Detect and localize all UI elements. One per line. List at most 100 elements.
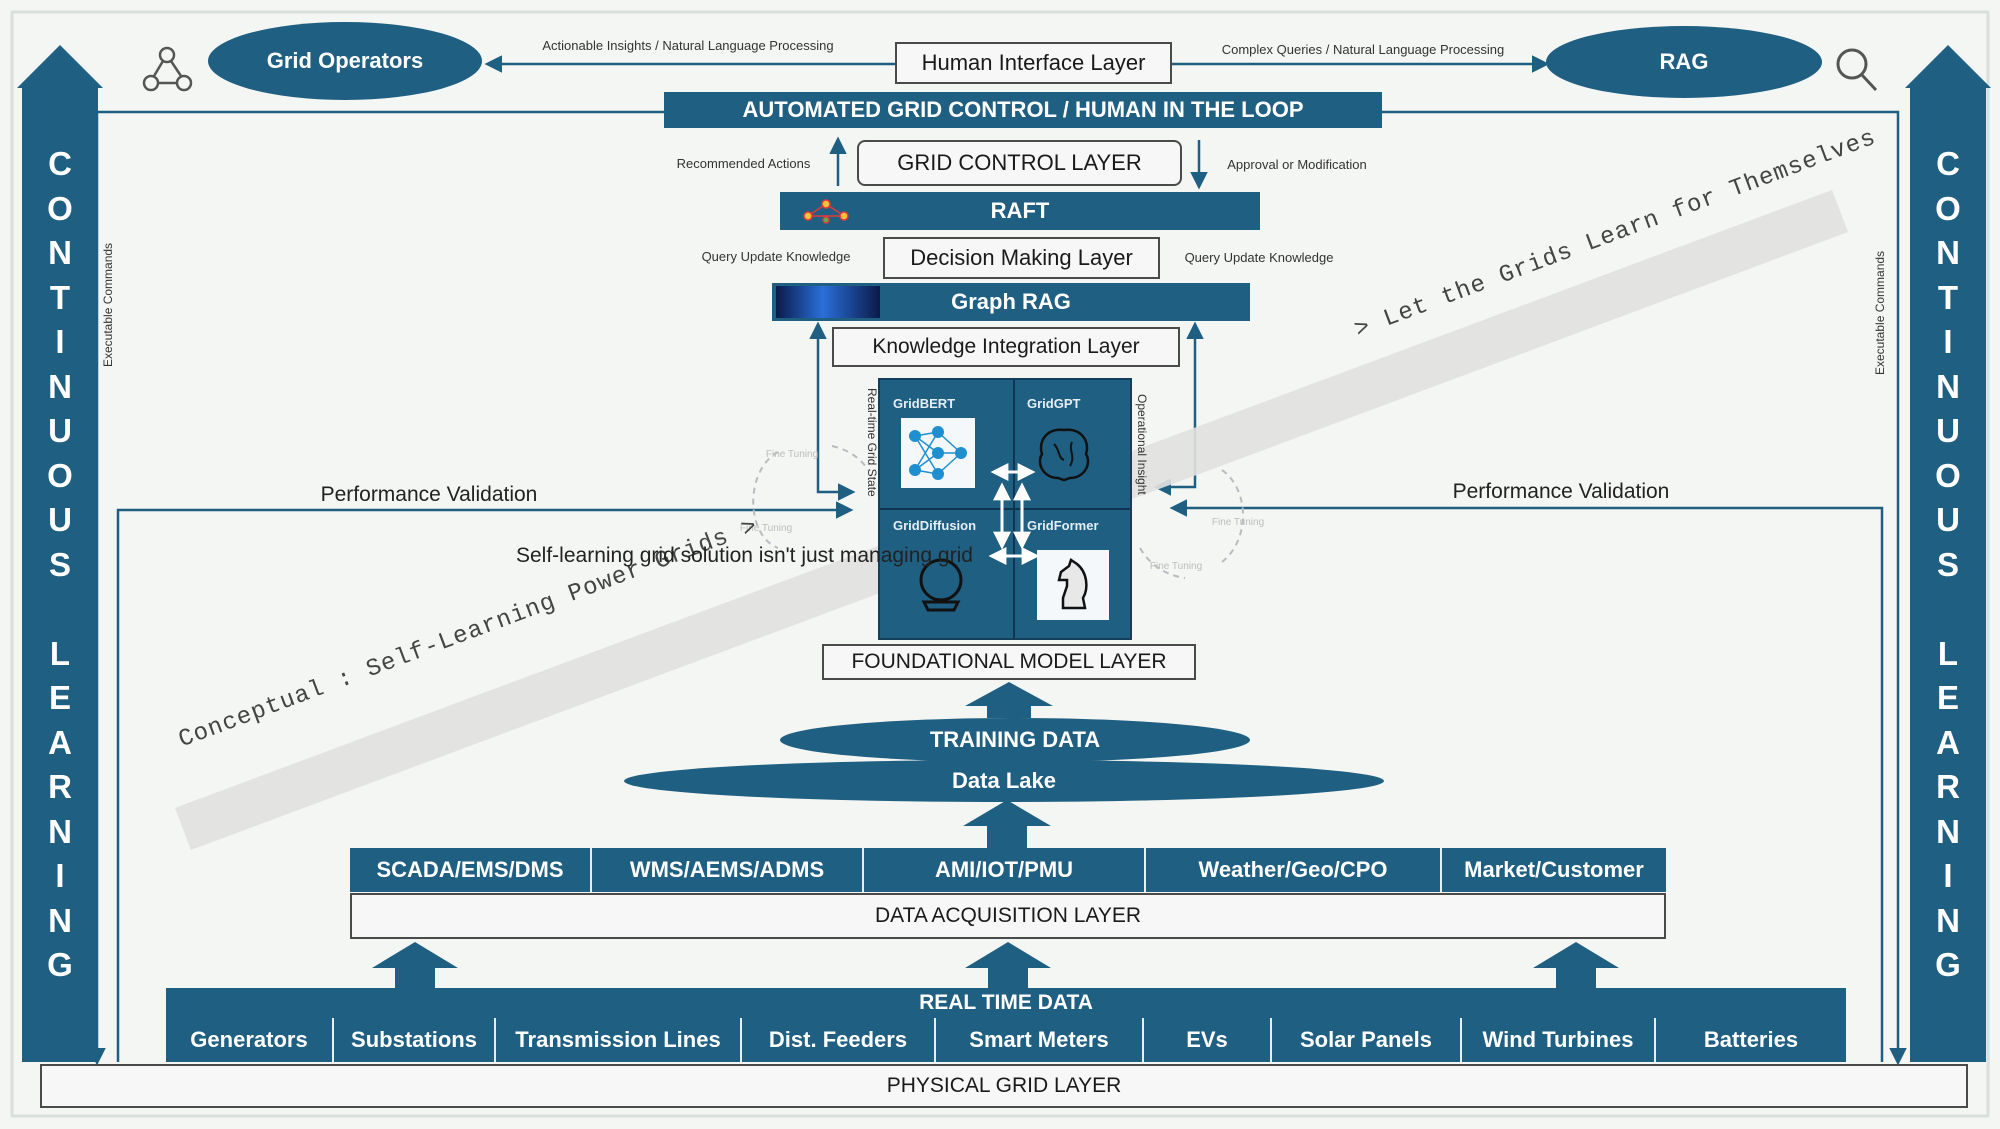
continuous-learning-letter: S [48, 545, 71, 583]
decision-making-layer: Decision Making Layer [883, 237, 1160, 279]
continuous-learning-letter: G [47, 946, 73, 983]
model-interconnect-arrows [988, 463, 1040, 565]
grid-assets-row: Generators Substations Transmission Line… [166, 1018, 1846, 1062]
fine-tuning-label-3: Fine Tuning [1211, 516, 1265, 528]
flow-label-left: Actionable Insights / Natural Language P… [542, 37, 834, 53]
continuous-learning-letter: N [1936, 234, 1960, 271]
data-acquisition-layer: DATA ACQUISITION LAYER [350, 893, 1666, 939]
continuous-learning-letter: L [49, 634, 71, 672]
fine-tuning-label-1: Fine Tuning [765, 448, 819, 460]
data-source-ami: AMI/IOT/PMU [864, 848, 1146, 892]
data-sources-row: SCADA/EMS/DMS WMS/AEMS/ADMS AMI/IOT/PMU … [350, 848, 1666, 892]
raft-label: RAFT [990, 198, 1050, 223]
executable-commands-right-line [1382, 110, 1907, 1066]
training-data-label: TRAINING DATA [929, 727, 1101, 752]
continuous-learning-letter: I [55, 323, 65, 360]
network-nodes-icon [142, 46, 193, 92]
recommended-actions-label: Recommended Actions [676, 155, 811, 171]
continuous-learning-letter: U [48, 501, 72, 538]
asset-dist-feeders: Dist. Feeders [742, 1018, 936, 1062]
data-lake-label: Data Lake [952, 768, 1056, 793]
model-gridbert-label: GridBERT [893, 396, 956, 411]
continuous-learning-letter: T [49, 278, 71, 316]
graph-rag-label: Graph RAG [951, 289, 1071, 314]
continuous-learning-letter: R [1936, 768, 1960, 805]
model-gridformer-label: GridFormer [1027, 518, 1099, 533]
automated-grid-control-bar: AUTOMATED GRID CONTROL / HUMAN IN THE LO… [664, 92, 1382, 128]
continuous-learning-letter: C [48, 145, 72, 182]
data-source-market: Market/Customer [1442, 848, 1666, 892]
continuous-learning-letter: E [48, 679, 71, 716]
continuous-learning-letter: N [48, 812, 72, 850]
continuous-learning-letter: O [47, 189, 73, 227]
continuous-learning-arrow-left [17, 45, 103, 1062]
executable-commands-left-line [88, 110, 666, 1066]
performance-validation-left-line [116, 501, 854, 1062]
asset-wind-turbines: Wind Turbines [1462, 1018, 1656, 1062]
up-arrow-left [372, 942, 458, 988]
asset-generators: Generators [166, 1018, 334, 1062]
continuous-learning-letter: I [1943, 323, 1953, 360]
continuous-learning-letter: N [1936, 812, 1960, 850]
operational-insight-line [1153, 321, 1204, 496]
foundational-model-layer: FOUNDATIONAL MODEL LAYER [822, 644, 1196, 680]
approval-label: Approval or Modification [1227, 156, 1367, 172]
performance-validation-left: Performance Validation [320, 483, 538, 506]
crystal-ball-icon [919, 558, 963, 612]
fine-tuning-label-2: Fine Tuning [739, 522, 793, 534]
continuous-learning-letter: O [1935, 456, 1961, 494]
fine-tuning-arc-left [752, 451, 779, 549]
executable-commands-right-label: Executable Commands [1873, 250, 1887, 376]
continuous-learning-letter: A [1936, 723, 1960, 761]
model-griddiffusion-label: GridDiffusion [893, 518, 977, 533]
performance-validation-right-line [1169, 499, 1884, 1062]
asset-batteries: Batteries [1656, 1018, 1846, 1062]
data-lake-node: Data Lake [624, 760, 1384, 802]
continuous-learning-letter: T [1937, 278, 1959, 316]
continuous-learning-letter: N [48, 234, 72, 271]
continuous-learning-arrow-right [1905, 45, 1991, 1062]
human-interface-layer: Human Interface Layer [895, 42, 1172, 84]
continuous-learning-letter: U [48, 412, 72, 449]
fine-tuning-arc-left-top [831, 445, 869, 471]
real-time-state-line [809, 321, 856, 501]
asset-substations: Substations [334, 1018, 496, 1062]
up-arrow-to-lake [963, 800, 1051, 848]
real-time-state-label: Real-time Grid State [865, 387, 879, 497]
data-source-scada: SCADA/EMS/DMS [350, 848, 592, 892]
grid-operators-node: Grid Operators [208, 22, 482, 100]
flow-label-right: Complex Queries / Natural Language Proce… [1221, 41, 1505, 57]
data-source-weather: Weather/Geo/CPO [1146, 848, 1442, 892]
continuous-learning-letter: A [48, 723, 72, 761]
asset-smart-meters: Smart Meters [936, 1018, 1144, 1062]
knowledge-integration-layer: Knowledge Integration Layer [832, 327, 1180, 367]
asset-transmission-lines: Transmission Lines [496, 1018, 742, 1062]
rag-label: RAG [1659, 49, 1709, 74]
continuous-learning-letter: N [1936, 367, 1960, 405]
chess-knight-icon [1037, 550, 1109, 620]
continuous-learning-letter: C [1936, 145, 1960, 182]
query-update-right-label: Query Update Knowledge [1184, 249, 1334, 265]
up-arrow-right [1533, 942, 1619, 988]
continuous-learning-letter: O [1935, 189, 1961, 227]
neural-network-icon [901, 418, 975, 488]
raft-network-icon [803, 199, 849, 224]
continuous-learning-letter: E [1936, 679, 1959, 716]
continuous-learning-letter: U [1936, 501, 1960, 538]
training-data-node: TRAINING DATA [780, 718, 1250, 762]
continuous-learning-letter: I [55, 857, 65, 894]
up-arrow-center [965, 942, 1051, 988]
continuous-learning-letter: G [1935, 946, 1961, 983]
fine-tuning-label-4: Fine Tuning [1149, 560, 1203, 572]
outer-frame [10, 10, 1990, 1118]
continuous-learning-letter: N [48, 901, 72, 939]
graph-rag-image-icon [776, 286, 880, 318]
real-time-data-bar: REAL TIME DATA [166, 988, 1846, 1018]
brain-icon [1038, 428, 1090, 482]
continuous-learning-letter: R [48, 768, 72, 805]
physical-grid-layer: PHYSICAL GRID LAYER [40, 1064, 1968, 1108]
data-source-wms: WMS/AEMS/ADMS [592, 848, 864, 892]
raft-bar: RAFT [780, 192, 1260, 230]
